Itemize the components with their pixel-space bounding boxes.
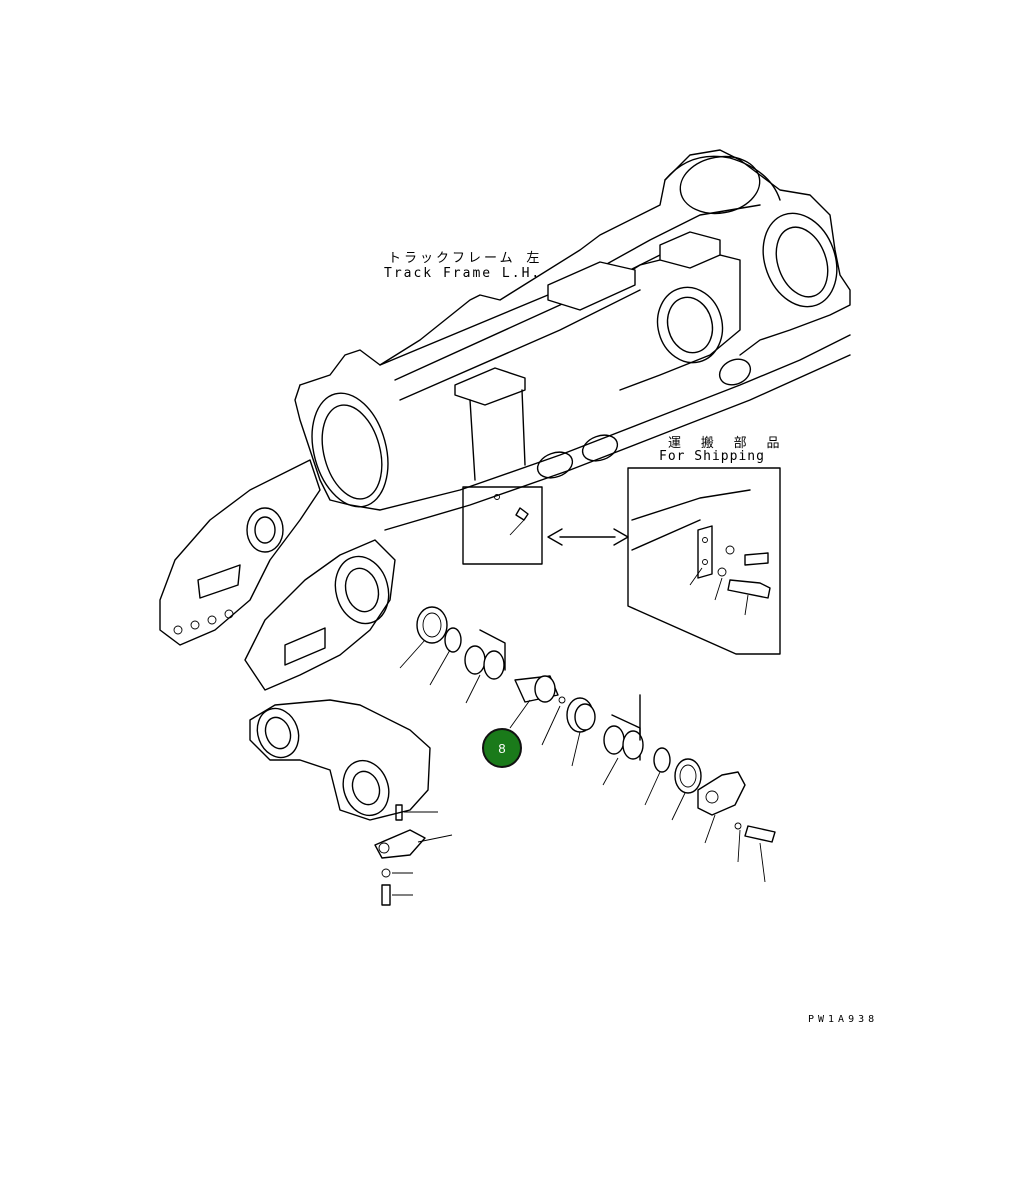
track-frame-body <box>159 149 851 691</box>
lower-bracket <box>249 699 453 906</box>
frame-title-english: Track Frame L.H. <box>384 266 542 281</box>
pin-assembly <box>399 606 776 883</box>
shipping-label-english: For Shipping <box>659 449 765 464</box>
drawing-code: PW1A938 <box>808 1014 879 1025</box>
frame-title-japanese: トラックフレーム 左 <box>388 251 543 266</box>
shipping-detail <box>462 467 781 655</box>
shipping-label-japanese: 運 搬 部 品 <box>668 436 786 451</box>
callout-8-marker[interactable]: 8 <box>482 728 522 768</box>
